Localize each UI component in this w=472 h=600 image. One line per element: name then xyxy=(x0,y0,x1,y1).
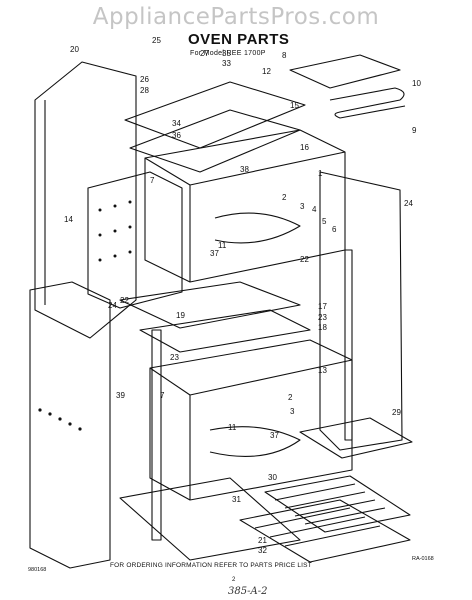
diagram-subtitle: For Model REE 1700P xyxy=(190,50,266,57)
callout-7: 7 xyxy=(150,176,155,185)
callout-27: 27 xyxy=(200,49,209,58)
callout-17: 17 xyxy=(318,302,327,311)
callout-4: 4 xyxy=(312,205,317,214)
callout-26: 26 xyxy=(140,75,149,84)
upper-oven-element xyxy=(214,212,301,244)
broil-pan-grid xyxy=(299,417,413,459)
oven-rack xyxy=(264,475,411,533)
callout-24: 24 xyxy=(404,199,413,208)
callout-23: 23 xyxy=(318,313,327,322)
diagram-code-right: RA-0168 xyxy=(412,556,434,562)
lower-oven-cavity xyxy=(149,339,353,501)
lower-oven-element xyxy=(209,426,301,457)
callout-11: 11 xyxy=(218,241,227,250)
callout-18: 18 xyxy=(318,323,327,332)
bottom-trim-frame xyxy=(119,477,301,561)
callout-14: 14 xyxy=(64,215,73,224)
callout-28: 28 xyxy=(140,86,149,95)
callout-11b: 11 xyxy=(228,423,237,432)
callout-9: 9 xyxy=(412,126,417,135)
callout-24b: 24 xyxy=(108,301,117,310)
callout-3: 3 xyxy=(300,202,305,211)
callout-12: 12 xyxy=(262,67,271,76)
left-mounting-plate xyxy=(87,171,183,309)
callout-2: 2 xyxy=(282,193,287,202)
callout-29: 29 xyxy=(392,408,401,417)
callout-6: 6 xyxy=(332,225,337,234)
broil-element xyxy=(329,87,406,119)
callout-2b: 2 xyxy=(288,393,293,402)
page-number: 2 xyxy=(232,577,236,583)
lower-side-panel xyxy=(29,281,111,569)
lower-rack xyxy=(239,499,411,563)
top-heat-shield xyxy=(129,109,301,173)
front-trim-strip xyxy=(151,329,162,541)
callout-23b: 23 xyxy=(170,353,179,362)
callout-22b: 22 xyxy=(120,296,129,305)
callout-16: 16 xyxy=(300,143,309,152)
ordering-note: FOR ORDERING INFORMATION REFER TO PARTS … xyxy=(110,562,312,569)
top-panel xyxy=(124,81,306,149)
callout-15: 15 xyxy=(290,101,299,110)
callout-33: 33 xyxy=(222,59,231,68)
handwritten-note: 385-A-2 xyxy=(228,586,268,597)
callout-31: 31 xyxy=(232,495,241,504)
callout-30: 30 xyxy=(268,473,277,482)
panel-holes xyxy=(38,408,82,431)
lower-divider-plate xyxy=(139,309,311,353)
broil-pan xyxy=(289,54,401,89)
rear-trim-strip xyxy=(344,249,353,441)
callout-10: 10 xyxy=(412,79,421,88)
callout-21: 21 xyxy=(258,536,267,545)
callout-38: 38 xyxy=(240,165,249,174)
callout-22: 22 xyxy=(300,255,309,264)
callout-1: 1 xyxy=(318,169,323,178)
callout-32: 32 xyxy=(258,546,267,555)
diagram-title: OVEN PARTS xyxy=(188,31,290,48)
callout-36: 36 xyxy=(172,131,181,140)
callout-7b: 7 xyxy=(160,391,165,400)
left-side-panel xyxy=(34,61,137,339)
callout-20: 20 xyxy=(70,45,79,54)
callout-39: 39 xyxy=(116,391,125,400)
callout-3b: 3 xyxy=(290,407,295,416)
callout-8: 8 xyxy=(282,51,287,60)
callout-5: 5 xyxy=(322,217,327,226)
diagram-code-left: 980168 xyxy=(28,567,47,573)
callout-35: 35 xyxy=(222,49,231,58)
callout-labels: 25 27 35 33 26 28 20 8 12 10 15 9 34 36 … xyxy=(64,36,421,555)
callout-25: 25 xyxy=(152,36,161,45)
callout-34: 34 xyxy=(172,119,181,128)
callout-37b: 37 xyxy=(270,431,279,440)
divider-plate xyxy=(119,281,301,329)
right-side-panel xyxy=(319,171,403,451)
callout-37: 37 xyxy=(210,249,219,258)
callout-13: 13 xyxy=(318,366,327,375)
callout-19: 19 xyxy=(176,311,185,320)
